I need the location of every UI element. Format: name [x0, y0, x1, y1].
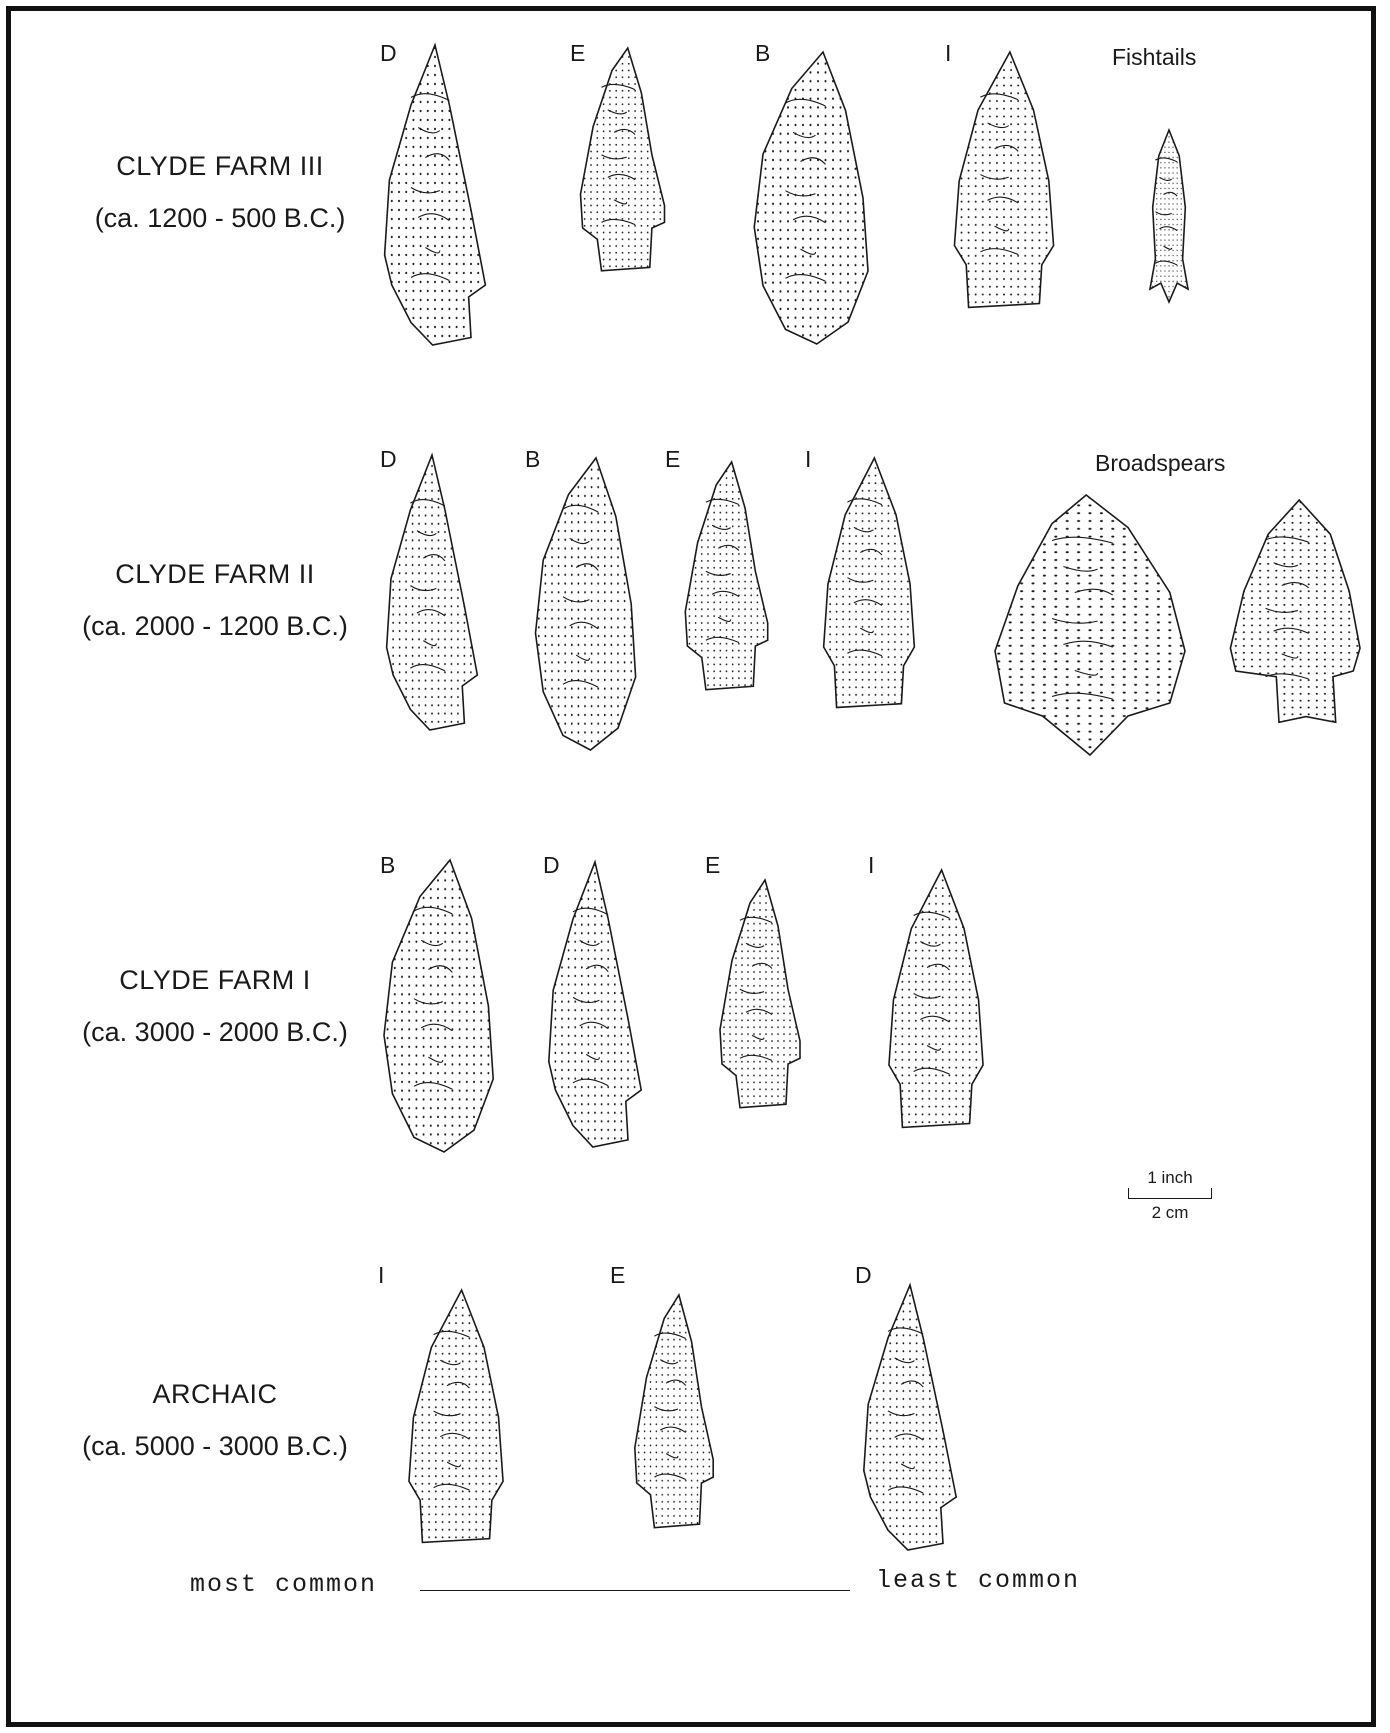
- point-archaic-e: [625, 1295, 723, 1530]
- point-outline: [824, 458, 915, 707]
- point-outline: [1150, 130, 1188, 302]
- period-dates: (ca. 5000 - 3000 B.C.): [25, 1420, 405, 1472]
- period-label-clyde-farm-i: CLYDE FARM I (ca. 3000 - 2000 B.C.): [25, 954, 405, 1058]
- point-outline: [864, 1285, 956, 1550]
- point-clyde-farm-iii-d: [375, 45, 495, 345]
- point-outline: [536, 458, 636, 750]
- point-clyde-farm-ii-i: [815, 458, 923, 710]
- point-clyde-farm-iii-i: [945, 52, 1063, 310]
- point-outline: [720, 880, 800, 1108]
- scale-inch-label: 1 inch: [1120, 1168, 1220, 1188]
- point-outline: [409, 1290, 503, 1542]
- scale-bracket: [1128, 1188, 1212, 1199]
- type-letter: I: [805, 446, 811, 473]
- point-clyde-farm-i-e: [710, 880, 810, 1110]
- type-letter: E: [705, 852, 720, 879]
- point-outline: [385, 45, 486, 345]
- legend-gradient-line: [420, 1590, 850, 1591]
- point-outline: [384, 860, 493, 1152]
- period-name: CLYDE FARM I: [25, 954, 405, 1006]
- point-fishtail: [1135, 130, 1203, 302]
- point-clyde-farm-i-d: [540, 862, 650, 1147]
- point-outline: [889, 870, 983, 1127]
- period-name: CLYDE FARM III: [30, 140, 410, 192]
- period-name: ARCHAIC: [25, 1368, 405, 1420]
- point-clyde-farm-ii-e: [675, 462, 778, 692]
- category-label-fishtails: Fishtails: [1112, 44, 1196, 71]
- type-letter: I: [378, 1262, 384, 1289]
- point-broadspear-2: [1225, 500, 1360, 728]
- period-dates: (ca. 1200 - 500 B.C.): [30, 192, 410, 244]
- period-label-clyde-farm-ii: CLYDE FARM II (ca. 2000 - 1200 B.C.): [25, 548, 405, 652]
- point-broadspear-1: [995, 495, 1185, 755]
- type-letter: I: [868, 852, 874, 879]
- category-label-broadspears: Broadspears: [1095, 450, 1225, 477]
- scale-bar: 1 inch 2 cm: [1120, 1168, 1220, 1223]
- point-clyde-farm-iii-b: [748, 52, 873, 344]
- point-archaic-d: [855, 1285, 965, 1550]
- point-outline: [954, 52, 1053, 307]
- period-dates: (ca. 2000 - 1200 B.C.): [25, 600, 405, 652]
- point-outline: [581, 48, 665, 271]
- point-outline: [685, 462, 767, 690]
- point-outline: [387, 455, 478, 730]
- point-clyde-farm-ii-d: [378, 455, 486, 730]
- point-clyde-farm-i-b: [378, 860, 498, 1152]
- point-outline: [995, 495, 1185, 755]
- point-clyde-farm-iii-e: [570, 48, 675, 273]
- point-outline: [754, 52, 868, 344]
- period-label-clyde-farm-iii: CLYDE FARM III (ca. 1200 - 500 B.C.): [30, 140, 410, 244]
- period-label-archaic: ARCHAIC (ca. 5000 - 3000 B.C.): [25, 1368, 405, 1472]
- legend-most-common: most common: [190, 1570, 377, 1599]
- period-dates: (ca. 3000 - 2000 B.C.): [25, 1006, 405, 1058]
- point-outline: [635, 1295, 713, 1528]
- point-clyde-farm-i-i: [880, 870, 992, 1130]
- period-name: CLYDE FARM II: [25, 548, 405, 600]
- point-archaic-i: [400, 1290, 512, 1545]
- legend-least-common: least common: [876, 1566, 1080, 1595]
- point-outline: [549, 862, 641, 1147]
- point-clyde-farm-ii-b: [530, 458, 640, 750]
- scale-cm-label: 2 cm: [1120, 1203, 1220, 1223]
- type-letter: E: [610, 1262, 625, 1289]
